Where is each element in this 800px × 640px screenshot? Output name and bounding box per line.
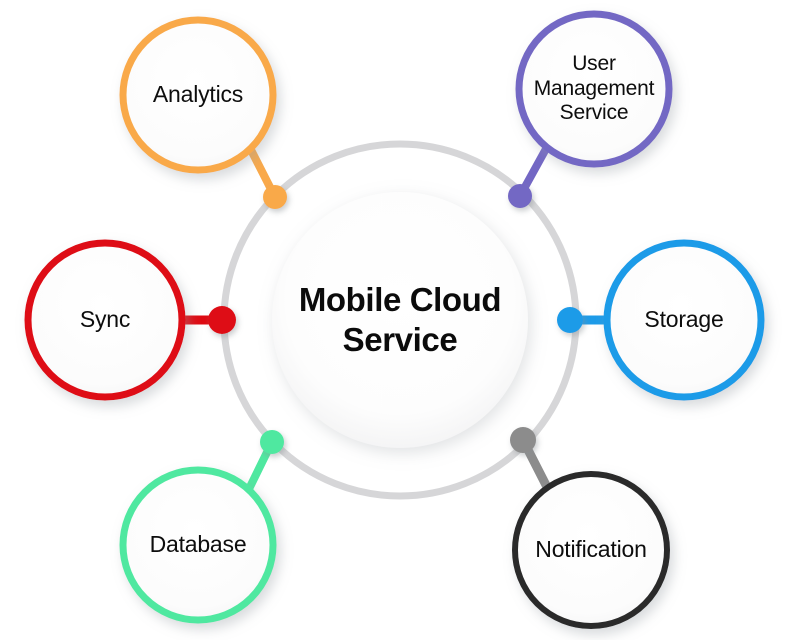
node-analytics[interactable] <box>123 20 273 170</box>
node-sync[interactable] <box>28 243 182 397</box>
node-circle-database[interactable] <box>119 466 277 624</box>
connector-dot-sync <box>208 306 236 334</box>
node-storage[interactable] <box>607 243 761 397</box>
hub-circle[interactable] <box>272 192 528 448</box>
node-circle-user-management-service[interactable] <box>515 10 673 168</box>
node-user-management-service[interactable] <box>519 14 669 164</box>
connector-dot-layer <box>208 184 583 454</box>
node-circle-layer <box>24 10 765 629</box>
connector-dot-notification <box>510 427 536 453</box>
connector-dot-storage <box>557 307 583 333</box>
node-circle-sync[interactable] <box>24 239 186 401</box>
node-database[interactable] <box>123 470 273 620</box>
node-notification[interactable] <box>515 474 667 626</box>
connector-dot-user-management-service <box>508 184 532 208</box>
node-circle-storage[interactable] <box>603 239 765 401</box>
node-circle-analytics[interactable] <box>119 16 277 174</box>
node-circle-notification[interactable] <box>512 471 670 629</box>
connector-dot-analytics <box>263 185 287 209</box>
connector-dot-database <box>260 430 284 454</box>
